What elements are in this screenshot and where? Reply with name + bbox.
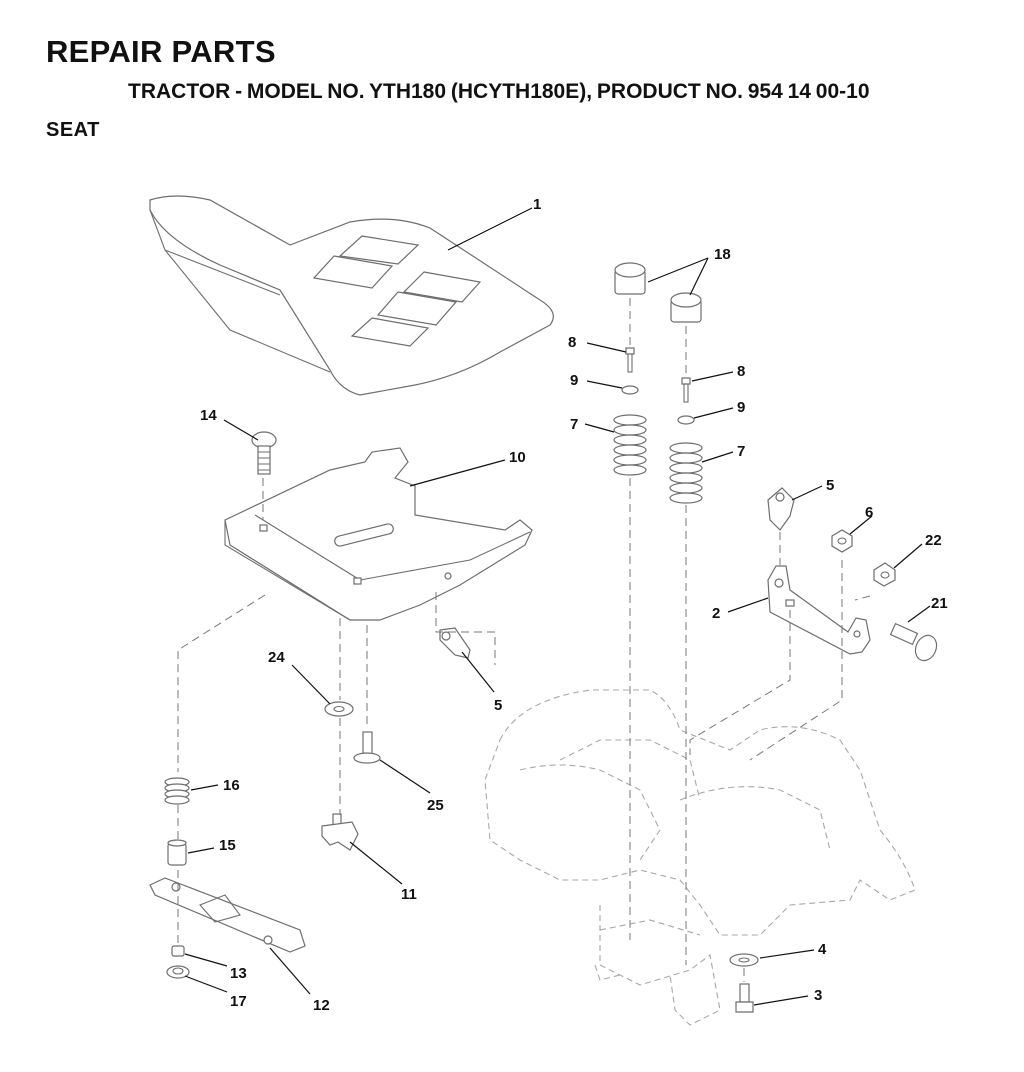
callout-7b: 7 — [737, 443, 745, 460]
callout-8b: 8 — [737, 363, 745, 380]
callout-9a: 9 — [570, 372, 578, 389]
leader-lines — [184, 207, 931, 1006]
carriage-bolt-part — [251, 431, 277, 475]
screw-part-8b — [681, 377, 691, 403]
callout-16: 16 — [223, 777, 240, 794]
seat-pan-part — [224, 447, 533, 621]
callout-8a: 8 — [568, 334, 576, 351]
callout-24: 24 — [268, 649, 285, 666]
callout-2: 2 — [712, 605, 720, 622]
bumper-part-18b — [670, 292, 702, 323]
callout-10: 10 — [509, 449, 526, 466]
callout-25: 25 — [427, 797, 444, 814]
flange-nut-part-17 — [166, 965, 190, 979]
callout-18: 18 — [714, 246, 731, 263]
seat-part — [149, 195, 554, 396]
bolt-part-3 — [735, 983, 754, 1013]
callout-4: 4 — [818, 941, 827, 958]
callout-7a: 7 — [570, 416, 578, 433]
washer-part-9b — [677, 415, 695, 425]
bumper-part-18a — [614, 262, 646, 295]
fender-outline — [484, 689, 916, 1026]
assembly-lines — [177, 298, 871, 982]
washer-part-9a — [621, 385, 639, 395]
nut-part-13 — [171, 945, 185, 957]
screw-part-8a — [625, 347, 635, 373]
washer-part-4 — [729, 953, 759, 967]
callout-11: 11 — [401, 886, 417, 903]
callout-5b: 5 — [826, 477, 834, 494]
clip-part-5-left — [439, 627, 471, 659]
knob-part-11 — [321, 813, 359, 851]
nut-part-6 — [831, 529, 853, 553]
spring-part-16 — [164, 777, 190, 805]
spring-part-7a — [613, 414, 647, 476]
clip-part-5-right — [767, 487, 795, 531]
callout-14: 14 — [200, 407, 217, 424]
page-title: REPAIR PARTS — [46, 34, 276, 69]
callout-3: 3 — [814, 987, 822, 1004]
callout-21: 21 — [931, 595, 948, 612]
callout-6: 6 — [865, 504, 873, 521]
washer-part-24 — [324, 701, 354, 717]
slide-plate-part — [149, 877, 306, 953]
bracket-part-2 — [767, 565, 871, 655]
callout-5a: 5 — [494, 697, 502, 714]
callout-15: 15 — [219, 837, 236, 854]
shoulder-bolt-part-21 — [889, 622, 938, 662]
spring-part-7b — [669, 442, 703, 504]
model-subtitle: TRACTOR - MODEL NO. YTH180 (HCYTH180E), … — [128, 80, 870, 103]
callout-9b: 9 — [737, 399, 745, 416]
callout-12: 12 — [313, 997, 330, 1014]
spacer-part-15 — [167, 839, 187, 866]
callout-1: 1 — [533, 196, 541, 213]
section-heading: SEAT — [46, 119, 100, 141]
bolt-part-25 — [353, 731, 381, 764]
callout-17: 17 — [230, 993, 247, 1010]
callout-22: 22 — [925, 532, 942, 549]
callout-13: 13 — [230, 965, 247, 982]
callout-labels: 1 14 10 18 8 8 9 9 7 7 5 6 22 2 21 5 24 … — [200, 196, 948, 1014]
nut-part-22 — [873, 562, 896, 587]
